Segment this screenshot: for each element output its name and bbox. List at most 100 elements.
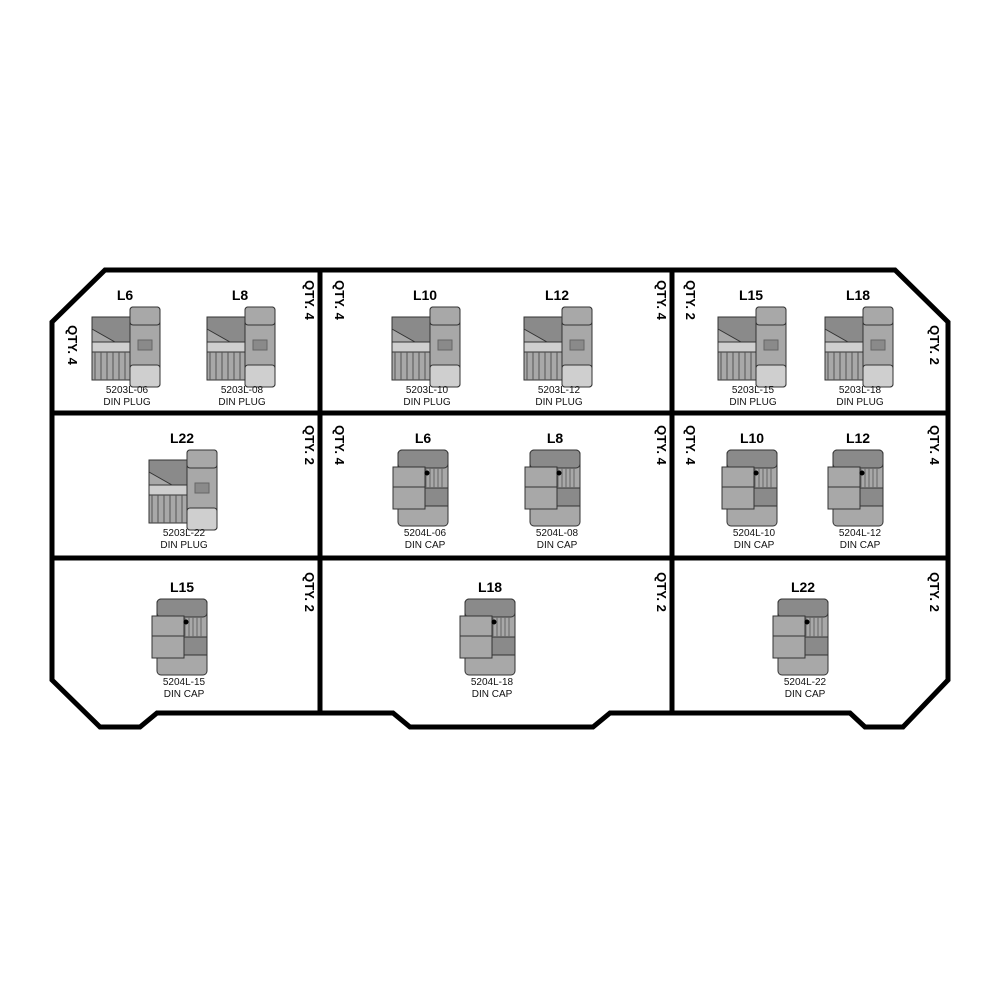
part-number: 5204L-10 [733,528,776,539]
size-label: L12 [846,430,870,446]
part-type: DIN CAP [537,540,578,551]
part-number: 5203L-15 [732,385,775,396]
din-plug-icon [206,306,276,388]
quantity-label: QTY. 2 [683,280,698,320]
size-label: L10 [413,287,437,303]
din-cap-icon [772,598,829,676]
din-cap-icon [721,449,778,527]
tray-outline [49,267,951,730]
part-type: DIN PLUG [535,397,582,408]
hb-logo-icon [763,339,779,351]
part-type: DIN CAP [472,689,513,700]
part-number: 5203L-06 [106,385,149,396]
hb-logo-icon [569,339,585,351]
part-type: DIN PLUG [836,397,883,408]
quantity-label: QTY. 2 [302,572,317,612]
size-label: L18 [846,287,870,303]
part-type: DIN PLUG [218,397,265,408]
quantity-label: QTY. 4 [332,425,347,466]
part-number: 5204L-06 [404,528,447,539]
size-label: L6 [415,430,432,446]
size-label: L22 [791,579,815,595]
part-number: 5203L-22 [163,528,206,539]
din-plug-icon [91,306,161,388]
din-plug-icon [717,306,787,388]
hb-logo-icon [137,339,153,351]
quantity-label: QTY. 4 [65,325,80,366]
din-cap-icon [459,598,516,676]
size-label: L18 [478,579,502,595]
hb-logo-icon [252,339,268,351]
size-label: L12 [545,287,569,303]
part-number: 5204L-12 [839,528,882,539]
size-label: L15 [170,579,194,595]
quantity-label: QTY. 4 [927,425,942,466]
part-number: 5203L-08 [221,385,264,396]
quantity-label: QTY. 2 [927,572,942,612]
part-type: DIN PLUG [403,397,450,408]
size-label: L10 [740,430,764,446]
quantity-label: QTY. 2 [927,325,942,365]
part-type: DIN CAP [785,689,826,700]
size-label: L8 [232,287,249,303]
part-number: 5204L-18 [471,677,514,688]
din-cap-icon [524,449,581,527]
part-type: DIN PLUG [729,397,776,408]
part-type: DIN PLUG [103,397,150,408]
quantity-label: QTY. 4 [683,425,698,466]
din-plug-icon [523,306,593,388]
part-number: 5203L-10 [406,385,449,396]
din-cap-icon [392,449,449,527]
quantity-label: QTY. 4 [654,425,669,466]
din-plug-icon [824,306,894,388]
hb-logo-icon [870,339,886,351]
din-plug-icon [148,449,218,531]
part-type: DIN CAP [164,689,205,700]
size-label: L8 [547,430,564,446]
quantity-label: QTY. 2 [654,572,669,612]
part-number: 5203L-18 [839,385,882,396]
din-plug-icon [391,306,461,388]
part-type: DIN CAP [840,540,881,551]
hb-logo-icon [437,339,453,351]
size-label: L6 [117,287,134,303]
part-number: 5204L-08 [536,528,579,539]
quantity-label: QTY. 4 [332,280,347,321]
part-number: 5204L-15 [163,677,206,688]
quantity-label: QTY. 4 [302,280,317,321]
part-type: DIN CAP [405,540,446,551]
size-label: L15 [739,287,763,303]
part-type: DIN PLUG [160,540,207,551]
quantity-label: QTY. 4 [654,280,669,321]
part-type: DIN CAP [734,540,775,551]
part-number: 5204L-22 [784,677,827,688]
size-label: L22 [170,430,194,446]
din-cap-icon [151,598,208,676]
hb-logo-icon [194,482,210,494]
part-number: 5203L-12 [538,385,581,396]
